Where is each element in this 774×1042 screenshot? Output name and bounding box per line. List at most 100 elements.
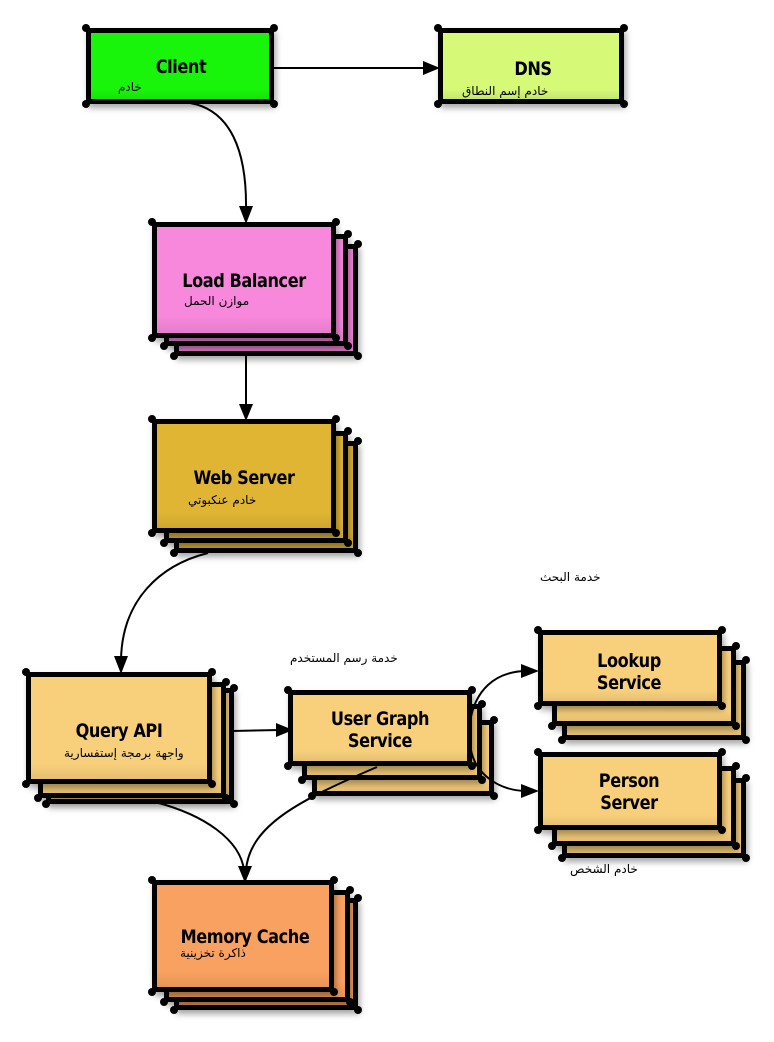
corner-handle: [148, 334, 156, 342]
dns-node[interactable]: DNS خادم إسم النطاق: [434, 24, 628, 108]
load-balancer-card: [152, 222, 336, 338]
load-balancer-title: Load Balancer: [182, 270, 306, 292]
memory-cache-card: [152, 880, 334, 992]
corner-handle: [718, 626, 726, 634]
person-card: [538, 752, 722, 830]
corner-handle: [222, 678, 230, 686]
corner-handle: [346, 998, 354, 1006]
edge-client-loadbalancer: [189, 102, 248, 211]
corner-handle: [344, 342, 352, 350]
corner-handle: [208, 780, 216, 788]
corner-handle: [160, 342, 168, 350]
corner-handle: [434, 24, 442, 32]
client-title: Client: [155, 56, 207, 78]
corner-handle: [718, 748, 726, 756]
query-api-subtitle: واجهة برمجة إستفسارية: [64, 746, 184, 760]
corner-handle: [490, 716, 498, 724]
corner-handle: [170, 549, 178, 557]
corner-handle: [718, 826, 726, 834]
corner-handle: [534, 626, 542, 634]
dns-title: DNS: [514, 58, 552, 80]
corner-handle: [148, 218, 156, 226]
person-title-line2: Server: [600, 792, 658, 814]
corner-handle: [346, 886, 354, 894]
corner-handle: [732, 642, 740, 650]
corner-handle: [354, 240, 362, 248]
dns-subtitle: خادم إسم النطاق: [462, 84, 549, 98]
edge-queryapi-usergraph: [231, 729, 281, 732]
corner-handle: [284, 762, 292, 770]
lookup-service-node[interactable]: Lookup Service: [534, 626, 750, 744]
memory-cache-title: Memory Cache: [180, 926, 310, 948]
memory-cache-subtitle: ذاكرة تخزينية: [180, 946, 246, 960]
corner-handle: [330, 988, 338, 996]
corner-handle: [468, 762, 476, 770]
corner-handle: [148, 529, 156, 537]
person-server-node[interactable]: Person Server: [534, 748, 750, 864]
corner-handle: [468, 686, 476, 694]
web-server-node[interactable]: Web Server خادم عنكبوتي: [148, 415, 362, 559]
corner-handle: [148, 988, 156, 996]
load-balancer-subtitle: موازن الحمل: [184, 294, 250, 308]
user-graph-service-annotation: خدمة رسم المستخدم: [290, 651, 398, 665]
query-api-node[interactable]: Query API واجهة برمجة إستفسارية: [22, 668, 238, 808]
user-graph-title-line1: User Graph: [330, 708, 430, 730]
corner-handle: [742, 736, 750, 744]
edge-queryapi-memorycache: [154, 801, 245, 871]
query-api-card: [26, 672, 212, 784]
corner-handle: [160, 998, 168, 1006]
corner-handle: [34, 794, 42, 802]
corner-handle: [534, 748, 542, 756]
corner-handle: [330, 876, 338, 884]
corner-handle: [548, 842, 556, 850]
corner-handle: [534, 702, 542, 710]
corner-handle: [344, 539, 352, 547]
corner-handle: [434, 100, 442, 108]
corner-handle: [208, 668, 216, 676]
corner-handle: [82, 24, 90, 32]
corner-handle: [732, 762, 740, 770]
user-graph-service-node[interactable]: User Graph Service: [284, 686, 498, 802]
corner-handle: [558, 854, 566, 862]
load-balancer-node[interactable]: Load Balancer موازن الحمل: [148, 218, 362, 362]
corner-handle: [742, 854, 750, 862]
person-title-line1: Person: [598, 770, 660, 792]
search-service-annotation: خدمة البحث: [540, 570, 601, 584]
corner-handle: [478, 776, 486, 784]
dns-card: [438, 28, 624, 104]
user-graph-title-line2: Service: [347, 730, 413, 752]
corner-handle: [548, 722, 556, 730]
corner-handle: [148, 415, 156, 423]
user-graph-card: [288, 690, 472, 766]
corner-handle: [354, 549, 362, 557]
client-node[interactable]: Client خادم: [82, 24, 278, 108]
corner-handle: [270, 100, 278, 108]
client-subtitle: خادم: [118, 80, 142, 94]
corner-handle: [170, 352, 178, 360]
corner-handle: [22, 668, 30, 676]
corner-handle: [298, 776, 306, 784]
client-card: [86, 28, 274, 104]
lookup-card: [538, 630, 722, 706]
corner-handle: [332, 529, 340, 537]
corner-handle: [230, 684, 238, 692]
corner-handle: [270, 24, 278, 32]
corner-handle: [284, 686, 292, 694]
corner-handle: [620, 100, 628, 108]
corner-handle: [354, 1006, 362, 1014]
corner-handle: [478, 700, 486, 708]
corner-handle: [344, 427, 352, 435]
corner-handle: [354, 352, 362, 360]
corner-handle: [332, 334, 340, 342]
web-server-card: [152, 419, 336, 533]
web-server-title: Web Server: [193, 467, 295, 489]
person-server-annotation: خادم الشخص: [570, 862, 638, 876]
corner-handle: [82, 100, 90, 108]
memory-cache-node[interactable]: Memory Cache ذاكرة تخزينية: [148, 876, 362, 1016]
corner-handle: [160, 539, 168, 547]
corner-handle: [308, 792, 316, 800]
corner-handle: [148, 876, 156, 884]
corner-handle: [344, 230, 352, 238]
corner-handle: [620, 24, 628, 32]
corner-handle: [742, 656, 750, 664]
